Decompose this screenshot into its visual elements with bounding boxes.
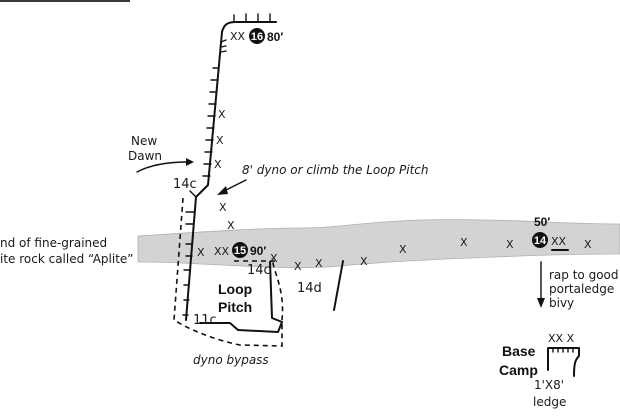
anchor-16-length: 80′ [267,30,283,44]
anchor-14-badge [532,232,548,248]
grade-lower-11c: 11c [193,313,217,328]
anchor-14-bolts: XX [551,235,567,248]
anchor-16-number: 16 [251,31,263,43]
dyno-note: 8' dyno or climb the Loop Pitch [242,163,429,177]
anchor-16: XX 16 80′ [230,28,283,44]
bolt: X [360,255,368,268]
aplite-label-line1: nd of fine-grained [0,236,107,250]
anchor-15-bolts: XX [214,245,230,258]
dyno-bypass-line [173,197,284,347]
anchor-16-bolts: XX [230,30,246,43]
anchor-15-badge [232,242,248,258]
dyno-bypass-label: dyno bypass [193,353,269,367]
new-dawn-arrow [136,161,189,173]
bolt: X [506,238,514,251]
loop-pitch-line [199,261,283,333]
grade-upper-14c: 14c [173,177,197,192]
bolt: X [399,243,407,256]
base-camp-label-line2: Camp [499,362,538,378]
bolt: X [270,252,278,265]
bolt: X [584,238,592,251]
anchor-15-length: 90′ [250,244,266,258]
aplite-label-line2: ite rock called “Aplite” [0,252,134,266]
grade-band-14c: 14c [247,263,271,278]
base-camp-ledge-outline [547,347,580,377]
dyno-note-arrow-head [217,186,228,195]
base-camp-label-line1: Base [502,343,536,359]
bolt-marks: X X X X X X X X X X X X X X [197,108,592,273]
rap-label-line1: rap to good [549,268,619,282]
bolt: X [197,246,205,259]
rap-arrow-head [537,298,545,308]
bolt: X [460,236,468,249]
ledge-size-label: 1'X8' [534,378,564,392]
anchor-15: XX 15 90′ [214,242,266,258]
bolt: X [294,260,302,273]
base-camp: XX X Base Camp 1'X8' ledge [499,332,580,409]
anchor-16-badge [249,28,265,44]
bolt: X [216,134,224,147]
header-bar [0,0,130,2]
ledge-label: ledge [533,395,566,409]
rap-label-line2: portaledge [549,282,614,296]
loop-pitch-label-line1: Loop [218,281,252,297]
bolt: X [219,201,227,214]
loop-pitch-label-line2: Pitch [218,299,252,315]
new-dawn-label-line2: Dawn [128,149,162,163]
aplite-rock-band [137,219,620,269]
rap-label-line3: bivy [549,296,574,310]
anchor-14-length: 50′ [534,215,550,229]
grade-band-14d: 14d [297,281,322,296]
summit-ledge [221,13,277,33]
new-dawn-label-line1: New [131,134,157,148]
base-camp-bolts: XX X [548,332,575,345]
bolt: X [227,219,235,232]
pitch-14d-line [333,260,344,311]
anchor-15-number: 15 [234,245,246,257]
new-dawn-arrow-head [186,158,194,166]
anchor-14: 50′ 14 XX [532,215,567,248]
bolt: X [218,108,226,121]
new-dawn-crack-line [182,31,227,321]
anchor-14-number: 14 [534,235,547,247]
bolt: X [214,158,222,171]
bolt: X [315,257,323,270]
